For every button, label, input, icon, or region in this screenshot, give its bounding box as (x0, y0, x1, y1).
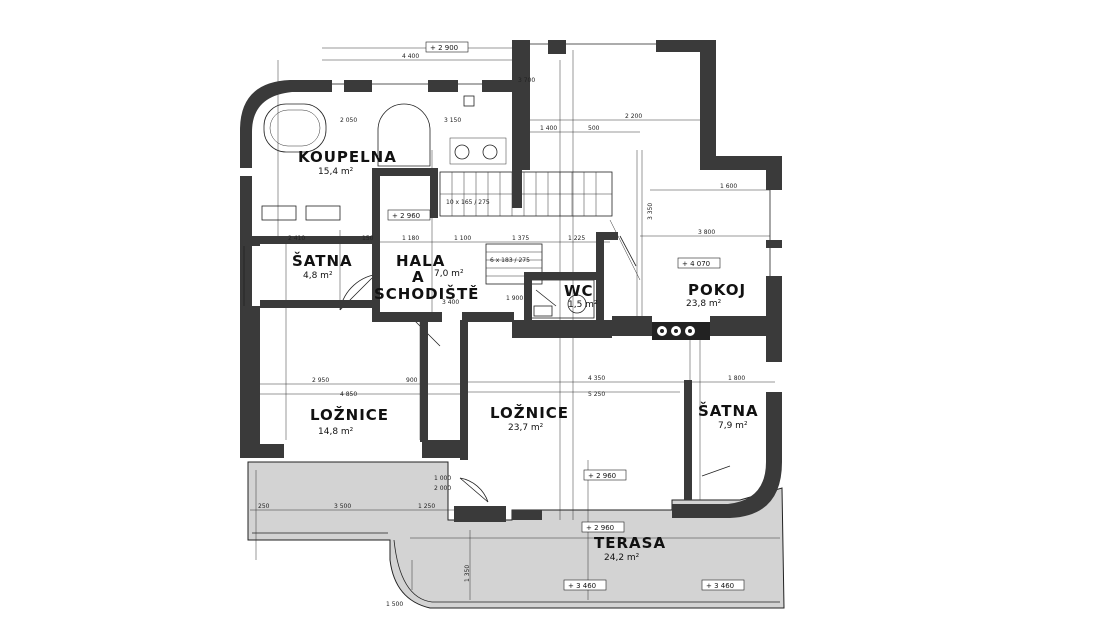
staircase (439, 171, 613, 285)
dim-1600: 1 600 (720, 183, 737, 190)
dim-2050: 2 050 (340, 117, 357, 124)
room-name-hala-1: HALA (396, 252, 445, 270)
windows (243, 43, 771, 306)
level-terasa-mid: + 3 460 (568, 582, 596, 590)
dim-2000: 2 000 (434, 485, 451, 492)
room-name-hala-2: A (412, 268, 425, 286)
dim-3800: 3 800 (698, 229, 715, 236)
room-name-koupelna: KOUPELNA (298, 148, 397, 166)
dim-4400: 4 400 (402, 53, 419, 60)
level-terasa-left: + 2 960 (586, 524, 614, 532)
stairs-spec-2: 6 x 183 / 275 (490, 257, 530, 264)
dim-1225: 1 225 (568, 235, 585, 242)
level-loznice: + 2 960 (588, 472, 616, 480)
dim-250: 250 (258, 503, 270, 510)
stairs-spec-1: 10 x 165 / 275 (446, 199, 490, 206)
room-name-wc: WC (564, 282, 594, 300)
room-name-loznice-left: LOŽNICE (310, 405, 389, 424)
dim-3700: 3 700 (518, 77, 535, 84)
room-area-satna-right: 7,9 m² (718, 421, 748, 431)
dim-1800: 1 800 (728, 375, 745, 382)
room-name-satna-right: ŠATNA (698, 401, 759, 420)
dim-2410: 2 410 (288, 235, 305, 242)
room-name-terasa: TERASA (594, 534, 666, 552)
room-area-loznice-left: 14,8 m² (318, 427, 354, 437)
dim-1000: 1 000 (434, 475, 451, 482)
dim-1400: 1 400 (540, 125, 557, 132)
dim-1100: 1 100 (454, 235, 471, 242)
dim-1375: 1 375 (512, 235, 529, 242)
dim-4350: 4 350 (588, 375, 605, 382)
room-area-koupelna: 15,4 m² (318, 167, 354, 177)
dim-3350: 3 350 (647, 203, 654, 220)
dim-1350: 1 350 (464, 565, 471, 582)
level-pokoj: + 4 070 (682, 260, 710, 268)
dim-2200: 2 200 (625, 113, 642, 120)
dim-1180: 1 180 (402, 235, 419, 242)
dim-150: 150 (362, 235, 374, 242)
dim-500: 500 (588, 125, 600, 132)
level-hall: + 2 960 (392, 212, 420, 220)
dim-1900: 1 900 (506, 295, 523, 302)
level-terasa-right: + 3 460 (706, 582, 734, 590)
room-name-hala-3: SCHODIŠTĚ (374, 284, 479, 303)
bathroom-fixtures (261, 95, 507, 221)
dimension-texts: 4 400 2 200 1 400 500 3 150 2 050 2 410 … (258, 53, 745, 608)
terrace-rail (252, 532, 780, 603)
room-area-wc: 1,5 m² (568, 300, 598, 310)
dim-1250: 1 250 (418, 503, 435, 510)
dim-900: 900 (406, 377, 418, 384)
room-area-loznice-mid: 23,7 m² (508, 423, 544, 433)
room-name-loznice-mid: LOŽNICE (490, 403, 569, 422)
dim-2950: 2 950 (312, 377, 329, 384)
vertical-dims: 3 350 1 350 (464, 203, 654, 582)
room-name-satna-left: ŠATNA (292, 251, 353, 270)
room-area-hala: 7,0 m² (434, 269, 464, 279)
dim-1500: 1 500 (386, 601, 403, 608)
dim-3400: 3 400 (442, 299, 459, 306)
level-top: + 2 900 (430, 44, 458, 52)
level-markers: + 2 900 + 2 960 + 4 070 + 2 960 + 2 960 … (387, 41, 745, 591)
dim-3500: 3 500 (334, 503, 351, 510)
room-area-terasa: 24,2 m² (604, 553, 640, 563)
room-area-pokoj: 23,8 m² (686, 299, 722, 309)
hob-icon (652, 322, 710, 340)
dim-5250: 5 250 (588, 391, 605, 398)
dim-3150: 3 150 (444, 117, 461, 124)
walls (240, 40, 782, 522)
room-name-pokoj: POKOJ (688, 281, 746, 299)
dim-4850: 4 850 (340, 391, 357, 398)
room-area-satna-left: 4,8 m² (303, 271, 333, 281)
